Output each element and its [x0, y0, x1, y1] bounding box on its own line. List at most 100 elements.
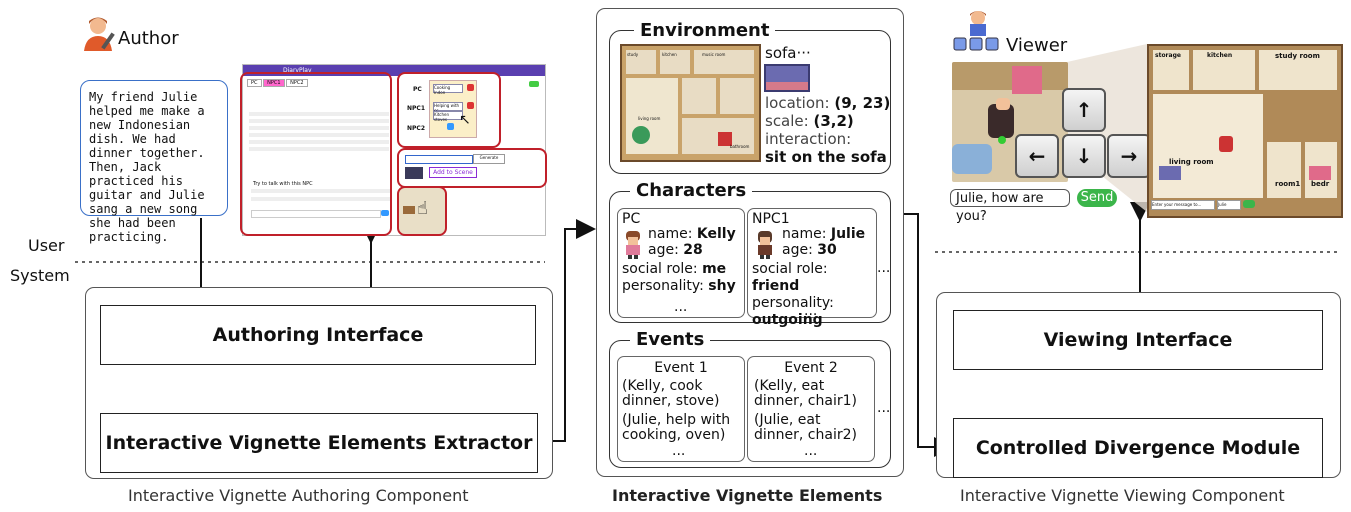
events-more: ... [877, 400, 891, 416]
arrow-up-key[interactable]: ↑ [1062, 88, 1106, 132]
env-room-label: living room [638, 116, 661, 121]
authoring-interface-box: Authoring Interface [100, 305, 536, 365]
environment-title: Environment [634, 20, 776, 41]
add-to-scene-button[interactable]: Add to Scene [429, 167, 477, 178]
controlled-divergence-box: Controlled Divergence Module [953, 418, 1323, 478]
char-age: 28 [683, 242, 703, 258]
viewing-interface-box: Viewing Interface [953, 310, 1323, 370]
char-role: me [702, 261, 727, 277]
extractor-box: Interactive Vignette Elements Extractor [100, 413, 538, 473]
char-more: ... [674, 299, 688, 315]
user-label: User [28, 236, 65, 255]
controlled-divergence-label: Controlled Divergence Module [975, 437, 1301, 459]
env-room-label: study [627, 52, 639, 57]
chip-cooking: Cooking Indon [433, 84, 463, 95]
events-title: Events [630, 329, 711, 350]
env-object-name: sofa··· [765, 44, 811, 62]
character-sprite-icon [626, 231, 640, 259]
author-icon [84, 17, 115, 51]
elements-caption: Interactive Vignette Elements [612, 486, 883, 505]
env-room-label: bathroom [730, 144, 750, 149]
hand-pointer-icon: ☝ [417, 198, 428, 219]
mock-tab[interactable]: NPC2 [286, 79, 308, 87]
char-age: 30 [817, 242, 837, 258]
event-card-2: Event 2 (Kelly, eat dinner, chair1) (Jul… [747, 356, 875, 462]
game-zoom-view [952, 62, 1068, 182]
char-role: friend [752, 278, 800, 294]
char-more: ... [804, 303, 818, 319]
character-id: PC [622, 211, 641, 227]
extractor-label: Interactive Vignette Elements Extractor [105, 432, 533, 454]
event-line: (Kelly, cook dinner, stove) [622, 378, 720, 409]
story-text: My friend Julie helped me make a new Ind… [89, 90, 205, 244]
char-pers: outgoing [752, 312, 823, 328]
character-sprite-icon [758, 231, 772, 259]
env-room-label: kitchen [662, 52, 677, 57]
env-location-value: (9, 23) [834, 94, 891, 112]
map-chat-select[interactable]: Julie [1217, 200, 1241, 210]
event-card-1: Event 1 (Kelly, cook dinner, stove) (Jul… [617, 356, 745, 462]
viewing-caption: Interactive Vignette Viewing Component [960, 486, 1285, 505]
map-chat-input[interactable]: Enter your message to... [1151, 200, 1215, 210]
event-more: ... [672, 443, 686, 459]
env-room-label: music room [702, 52, 726, 57]
char-role-label: social role: [752, 261, 828, 277]
app-titlebar: DiaryPlay [243, 65, 545, 76]
chip-kitchen: Kitchen stoves [433, 111, 463, 122]
character-card-npc1: NPC1 name: Julie age: 30 social role: fr… [747, 208, 877, 328]
send-button[interactable]: Send [1077, 189, 1117, 207]
mock-tab[interactable]: PC [247, 79, 262, 87]
sofa-icon [764, 64, 810, 92]
arrow-right-key[interactable]: → [1107, 134, 1151, 178]
env-scale-label: scale: [765, 112, 809, 130]
map-room-label: storage [1155, 52, 1181, 59]
env-scale-value: (3,2) [813, 112, 854, 130]
chat-input[interactable]: Julie, how are you? [950, 189, 1070, 224]
cursor-icon: ↖ [459, 112, 471, 128]
event-line: (Julie, eat dinner, chair2) [754, 412, 857, 443]
event-line: (Julie, help with cooking, oven) [622, 412, 731, 443]
npc-row: NPC1 [407, 105, 425, 112]
npc-row: NPC2 [407, 125, 425, 132]
mini-map-thumb: ☝ [397, 186, 447, 236]
highlight-object-add: Generate Add to Scene [397, 148, 547, 188]
mock-tab[interactable]: NPC1 [263, 79, 285, 87]
event-title: Event 2 [784, 360, 838, 376]
highlight-npc-list: PC NPC1 NPC2 Cooking Indon Helping with … [397, 72, 501, 148]
env-interaction-label: interaction: [765, 130, 852, 148]
env-attributes: location: (9, 23) scale: (3,2) interacti… [765, 94, 890, 166]
characters-title: Characters [630, 180, 753, 201]
map-room-label: study room [1275, 52, 1320, 60]
mock-talk-hint: Try to talk with this NPC [253, 181, 313, 187]
char-name: Kelly [696, 226, 736, 242]
npc-row: PC [413, 86, 422, 93]
map-room-label: living room [1169, 158, 1214, 166]
event-line: (Kelly, eat dinner, chair1) [754, 378, 857, 409]
environment-map: study kitchen music room living room bat… [620, 44, 761, 162]
viewing-interface-label: Viewing Interface [1043, 329, 1233, 351]
env-interaction-value: sit on the sofa [765, 148, 887, 166]
char-age-label: age: [648, 242, 679, 258]
author-label: Author [118, 28, 179, 49]
map-room-label: kitchen [1207, 52, 1233, 59]
char-name-label: name: [648, 226, 693, 242]
mock-tabs: PC NPC1 NPC2 [247, 79, 308, 87]
map-room-label: bedr [1311, 180, 1330, 188]
authoring-caption: Interactive Vignette Authoring Component [128, 486, 469, 505]
arrow-left-key[interactable]: ← [1015, 134, 1059, 178]
story-text-box: My friend Julie helped me make a new Ind… [80, 80, 228, 244]
char-age-label: age: [782, 242, 813, 258]
char-name-label: name: [782, 226, 827, 242]
env-location-label: location: [765, 94, 830, 112]
event-more: ... [804, 443, 818, 459]
char-role-label: social role: [622, 261, 698, 277]
character-card-pc: PC name: Kelly age: 28 social role: me p… [617, 208, 745, 318]
arrow-down-key[interactable]: ↓ [1062, 134, 1106, 178]
characters-more: ... [877, 260, 891, 276]
highlight-form [240, 72, 392, 236]
game-map: storage kitchen study room living room r… [1147, 44, 1343, 218]
viewer-label: Viewer [1006, 35, 1068, 56]
viewer-icon [953, 11, 999, 51]
character-id: NPC1 [752, 211, 790, 227]
char-pers-label: personality: [752, 295, 834, 311]
